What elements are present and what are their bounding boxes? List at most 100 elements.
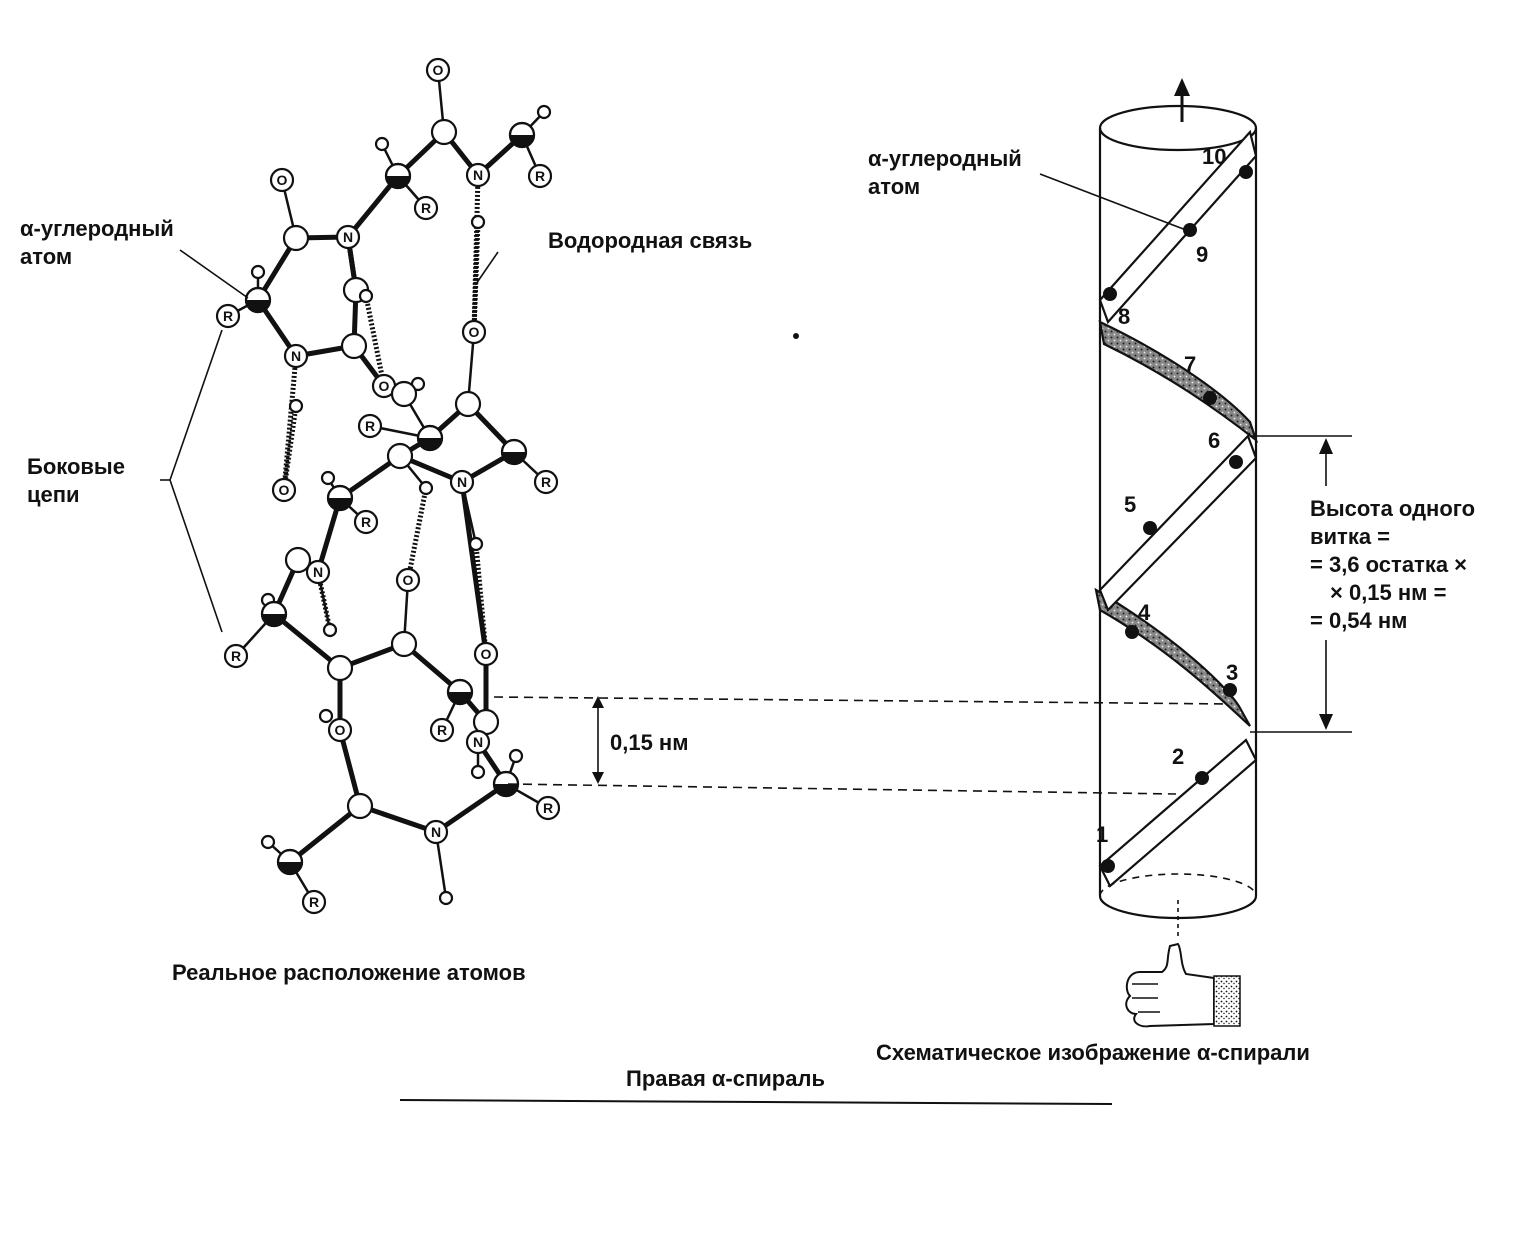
- carbonyl-carbon-atom: [340, 332, 368, 360]
- alpha-carbon-atom: [244, 286, 272, 314]
- alpha-carbon-atom: [446, 678, 474, 706]
- alpha-carbon-atom: [384, 162, 412, 190]
- side-chain-r-label: R: [223, 308, 233, 324]
- real-arrangement-caption: Реальное расположение атомов: [172, 960, 526, 985]
- hydrogen-atom: [536, 104, 552, 120]
- backbone-bond: [345, 173, 401, 240]
- hydrogen-atom: [320, 470, 336, 486]
- ribbon-back-2: [1098, 320, 1259, 444]
- pitch-label-3: = 3,6 остатка ×: [1310, 552, 1467, 577]
- residue-marker: [1103, 287, 1117, 301]
- nitrogen-atom-label: N: [343, 229, 353, 245]
- side-chain-r-label: R: [231, 648, 241, 664]
- nitrogen-atom-label: N: [313, 564, 323, 580]
- hydrogen-bond: [471, 174, 481, 333]
- hydrogen-atom: [322, 622, 338, 638]
- nitrogen-atom-label: N: [457, 474, 467, 490]
- pitch-label-4: × 0,15 нм =: [1330, 580, 1446, 605]
- oxygen-atom-label: O: [379, 378, 390, 394]
- hydrogen-atom: [318, 708, 334, 724]
- residue-number: 3: [1226, 660, 1238, 685]
- oxygen-atom-label: O: [277, 172, 288, 188]
- nitrogen-atom-label: N: [431, 824, 441, 840]
- side-chain-r: R: [353, 509, 379, 535]
- nitrogen-atom: N: [423, 819, 449, 845]
- carbonyl-carbon-atom: [386, 442, 414, 470]
- residue-number: 9: [1196, 242, 1208, 267]
- side-chain-r: R: [527, 163, 553, 189]
- side-chain-r-label: R: [365, 418, 375, 434]
- nitrogen-atom-label: N: [473, 734, 483, 750]
- pitch-label-5: = 0,54 нм: [1310, 608, 1407, 633]
- hydrogen-atom: [418, 480, 434, 496]
- hydrogen-atom: [374, 136, 390, 152]
- hydrogen-atom: [468, 536, 484, 552]
- carbonyl-carbon-atom: [284, 546, 312, 574]
- ribbon-front-2: [1098, 433, 1258, 612]
- residue-marker: [1229, 455, 1243, 469]
- side-chain-r-label: R: [543, 800, 553, 816]
- residue-number: 4: [1138, 600, 1151, 625]
- rise-per-residue-label: 0,15 нм: [610, 730, 689, 755]
- side-chain-r: R: [223, 643, 249, 669]
- residue-markers: 1 2 3 4 5 6 7 8 9 10: [1096, 144, 1253, 873]
- backbone-bond: [287, 803, 363, 865]
- oxygen-atom: O: [461, 319, 487, 345]
- nitrogen-atom-label: N: [291, 348, 301, 364]
- residue-marker: [1125, 625, 1139, 639]
- hydrogen-atom: [470, 764, 486, 780]
- schematic-caption: Схематическое изображение α-спирали: [876, 1040, 1310, 1065]
- hydrogen-bond: [363, 295, 387, 387]
- nitrogen-atom: N: [335, 224, 361, 250]
- residue-marker: [1203, 391, 1217, 405]
- hydrogen-bond: [405, 487, 429, 581]
- ribbon-back-1: [1094, 587, 1251, 727]
- oxygen-atom-label: O: [403, 572, 414, 588]
- hydrogen-bond: [473, 543, 489, 655]
- oxygen-atom: O: [395, 567, 421, 593]
- side-chain-r: R: [413, 195, 439, 221]
- right-hand-rule-icon: [1125, 942, 1241, 1028]
- backbone-bond: [271, 611, 343, 671]
- side-chain-r-label: R: [535, 168, 545, 184]
- nitrogen-atom: N: [283, 343, 309, 369]
- pitch-label-1: Высота одного: [1310, 496, 1475, 521]
- helix-cylinder: [1098, 78, 1258, 938]
- oxygen-atom-label: O: [279, 482, 290, 498]
- residue-number: 6: [1208, 428, 1220, 453]
- oxygen-atom: O: [271, 477, 297, 503]
- nitrogen-atom: N: [465, 729, 491, 755]
- residue-number: 10: [1202, 144, 1226, 169]
- residue-number: 2: [1172, 744, 1184, 769]
- hydrogen-atom: [288, 398, 304, 414]
- carbonyl-carbon-atom: [282, 224, 310, 252]
- alpha-carbon-label-left: α-углеродный: [20, 216, 174, 241]
- hydrogen-atom: [508, 748, 524, 764]
- alpha-carbon-label-right-2: атом: [868, 174, 920, 199]
- residue-number: 1: [1096, 822, 1108, 847]
- residue-number: 7: [1184, 352, 1196, 377]
- hydrogen-atom: [438, 890, 454, 906]
- residue-marker: [1101, 859, 1115, 873]
- carbonyl-carbon-atom: [326, 654, 354, 682]
- side-chain-r: R: [215, 303, 241, 329]
- oxygen-atom: O: [371, 373, 397, 399]
- alpha-carbon-atom: [260, 600, 288, 628]
- residue-marker: [1223, 683, 1237, 697]
- title-underline: [399, 1099, 1113, 1105]
- hydrogen-atom: [250, 264, 266, 280]
- oxygen-atom-label: O: [335, 722, 346, 738]
- side-chain-r-label: R: [421, 200, 431, 216]
- alpha-carbon-atom: [492, 770, 520, 798]
- backbone-bond: [433, 781, 509, 835]
- side-chain-r: R: [535, 795, 561, 821]
- carbonyl-carbon-atom: [454, 390, 482, 418]
- pitch-label-2: витка =: [1310, 524, 1390, 549]
- residue-number: 8: [1118, 304, 1130, 329]
- residue-number: 5: [1124, 492, 1136, 517]
- oxygen-atom-label: O: [481, 646, 492, 662]
- oxygen-atom-label: O: [433, 62, 444, 78]
- alpha-carbon-atom: [500, 438, 528, 466]
